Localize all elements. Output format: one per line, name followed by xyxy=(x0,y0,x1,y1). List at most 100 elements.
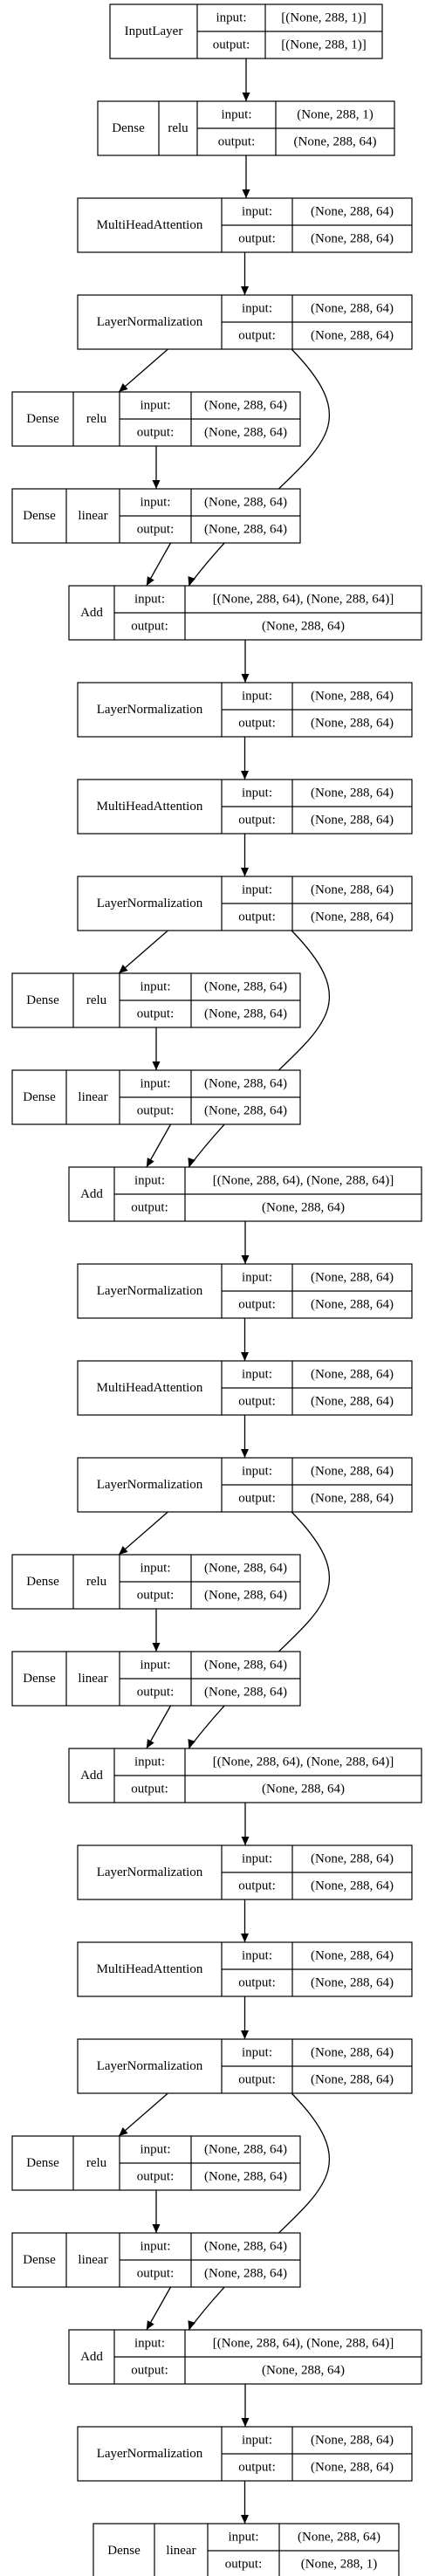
input-port-label: input: xyxy=(242,1271,272,1285)
input-shape: (None, 288, 64) xyxy=(204,2240,287,2254)
layer-type-label: Add xyxy=(80,606,103,620)
activation-label: linear xyxy=(78,1090,107,1104)
output-shape: (None, 288, 64) xyxy=(204,1686,287,1700)
activation-label: relu xyxy=(86,1575,107,1589)
output-shape: (None, 288, 64) xyxy=(311,814,394,828)
output-shape: (None, 288, 64) xyxy=(262,2364,345,2378)
output-port-label: output: xyxy=(238,2461,276,2475)
activation-label: relu xyxy=(86,993,107,1007)
input-shape: (None, 288, 64) xyxy=(311,1949,394,1963)
graph-edge xyxy=(118,1511,168,1556)
input-shape: (None, 288, 64) xyxy=(311,1271,394,1285)
input-port-label: input: xyxy=(140,1659,170,1673)
output-port-label: output: xyxy=(137,1104,175,1118)
edge-arrowhead xyxy=(119,2127,128,2136)
output-shape: (None, 288, 64) xyxy=(204,1104,287,1118)
activation-label: linear xyxy=(78,1672,107,1686)
edge-arrowhead xyxy=(146,576,154,586)
residual-edge xyxy=(188,348,331,587)
output-shape: (None, 288, 64) xyxy=(311,2461,394,2475)
edge-arrowhead xyxy=(152,2224,161,2233)
output-port-label: output: xyxy=(131,2364,168,2378)
input-shape: (None, 288, 64) xyxy=(311,690,394,704)
activation-label: linear xyxy=(78,509,107,523)
output-port-label: output: xyxy=(131,1201,168,1215)
edge-arrowhead xyxy=(241,2515,249,2524)
input-port-label: input: xyxy=(140,1562,170,1576)
edge-arrowhead xyxy=(241,2030,249,2039)
input-port-label: input: xyxy=(140,399,170,413)
output-port-label: output: xyxy=(131,620,168,634)
input-port-label: input: xyxy=(242,302,272,316)
edge-arrowhead xyxy=(241,771,249,780)
layer-type-label: LayerNormalization xyxy=(97,1284,203,1298)
output-port-label: output: xyxy=(137,1589,175,1603)
layer-type-label: InputLayer xyxy=(125,24,183,38)
output-port-label: output: xyxy=(137,2267,175,2281)
input-shape: (None, 288, 64) xyxy=(311,883,394,897)
output-shape: (None, 288, 64) xyxy=(311,329,394,343)
layer-type-label: LayerNormalization xyxy=(97,1865,203,1879)
layer-type-label: Dense xyxy=(26,412,59,426)
layer-type-label: Dense xyxy=(26,2156,59,2170)
output-shape: (None, 288, 64) xyxy=(262,1201,345,1215)
input-port-label: input: xyxy=(221,108,251,122)
output-shape: (None, 288, 64) xyxy=(204,523,287,537)
edge-arrowhead xyxy=(146,1739,154,1748)
input-shape: (None, 288, 64) xyxy=(204,2143,287,2157)
output-port-label: output: xyxy=(238,1976,276,1990)
output-port-label: output: xyxy=(238,232,276,246)
activation-label: relu xyxy=(86,412,107,426)
layer-type-label: Add xyxy=(80,1769,103,1783)
input-port-label: input: xyxy=(228,2531,258,2545)
edge-arrowhead xyxy=(146,1157,154,1167)
output-shape: (None, 288, 64) xyxy=(311,1298,394,1312)
output-port-label: output: xyxy=(218,135,256,149)
residual-edge xyxy=(188,930,331,1168)
input-port-label: input: xyxy=(242,1949,272,1963)
layer-type-label: Dense xyxy=(23,2253,56,2267)
output-shape: (None, 288, 1) xyxy=(301,2558,377,2572)
edge-arrowhead xyxy=(119,965,128,973)
input-shape: (None, 288, 64) xyxy=(311,1852,394,1866)
output-shape: (None, 288, 64) xyxy=(311,1976,394,1990)
layer-type-label: Dense xyxy=(23,509,56,523)
input-shape: (None, 288, 64) xyxy=(311,2434,394,2448)
output-port-label: output: xyxy=(238,1298,276,1312)
layer-type-label: LayerNormalization xyxy=(97,1478,203,1492)
input-port-label: input: xyxy=(242,205,272,219)
output-shape: (None, 288, 64) xyxy=(204,2170,287,2184)
output-port-label: output: xyxy=(238,814,276,828)
layer-type-label: Add xyxy=(80,2350,103,2364)
input-port-label: input: xyxy=(140,2143,170,2157)
input-port-label: input: xyxy=(140,496,170,510)
edge-arrowhead xyxy=(241,1934,249,1942)
graph-edge xyxy=(118,930,168,974)
edge-arrowhead xyxy=(241,1837,250,1845)
layer-type-label: Dense xyxy=(107,2544,141,2558)
edge-arrowhead xyxy=(152,1643,161,1652)
output-shape: (None, 288, 64) xyxy=(204,2267,287,2281)
input-shape: (None, 288, 64) xyxy=(298,2531,380,2545)
input-port-label: input: xyxy=(134,1174,165,1188)
layer-type-label: Dense xyxy=(23,1672,56,1686)
output-shape: (None, 288, 64) xyxy=(204,426,287,440)
activation-label: relu xyxy=(86,2156,107,2170)
layer-type-label: LayerNormalization xyxy=(97,896,203,910)
layer-layer-normalization: LayerNormalization input: output: (None, 28… xyxy=(77,1263,413,1319)
